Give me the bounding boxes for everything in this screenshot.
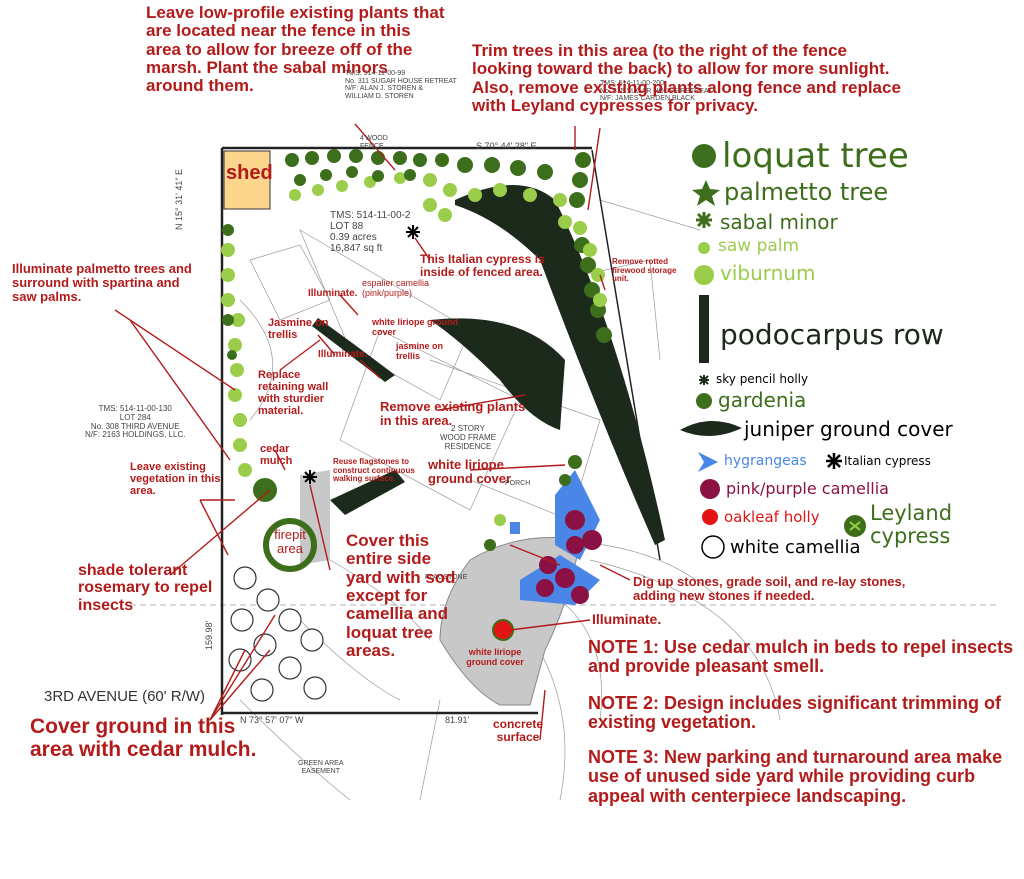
jasmine-wall [330,470,405,515]
legend-icons [680,144,866,559]
leyland-cypress-row [253,152,612,551]
property-boundary [220,146,661,715]
loquat-tree-icon [692,144,716,168]
hydrangea-icon [698,452,718,472]
leyland-cypress-icon-detail [849,521,861,531]
dim-left: 159.98' [204,620,214,650]
podocarpus-row [455,185,665,545]
oakleaf-holly-icon [702,509,718,525]
legend-label-sky-pencil-holly: sky pencil holly [716,372,809,386]
street-label: 3RD AVENUE (60' R/W) [44,688,205,705]
legend-label-hygrangeas: hygrangeas [724,453,807,469]
saw-palm-icon [698,242,710,254]
legend-label-juniper-ground-cover: juniper ground cover [744,417,953,441]
note-cover-side-yard: Cover this entire side yard with sod exc… [346,531,456,661]
survey-left: TMS: 514-11-00-130 LOT 284 No. 308 THIRD… [85,404,186,440]
flagstone-label: FLAGSTONE [425,574,468,581]
note-espalier: espalier camellia (pink/purple) [362,278,430,298]
bearing-top: S 70° 44' 28" E [476,141,537,151]
note-2: NOTE 2: Design includes significant trim… [588,693,1002,733]
legend-label-palmetto-tree: palmetto tree [724,178,889,206]
shed-label: shed [226,162,273,184]
sabal-minor-icon [696,212,712,228]
legend-label-viburnum: viburnum [720,261,816,285]
note-remove-existing: Remove existing plants in this area. [380,399,526,429]
gardenia-icon [696,393,712,409]
note-3: NOTE 3: New parking and turnaround area … [588,747,1003,806]
pink-purple-camellias [536,510,602,604]
italian-cypress-markers [303,225,420,484]
white-camellia-icon [701,535,725,559]
bearing-left: N 15° 31' 41" E [174,168,184,230]
legend-label-saw-palm: saw palm [718,236,800,256]
sabal-minor-row [285,149,553,186]
porch-label: PORCH [505,480,531,487]
note-jasmine-1: Jasmine on trellis [268,317,329,341]
legend-label-italian-cypress: Italian cypress [844,454,931,468]
cedar-mulch-path [300,470,330,565]
juniper-ground-cover-bed [430,318,565,430]
note-white-liriope-1: white liriope ground cover [372,317,458,337]
viburnum-plants [221,172,607,526]
leader-lines [114,123,631,741]
residence-label: 2 STORY WOOD FRAME RESIDENCE [440,424,496,451]
note-illuminate-1: Illuminate. [308,288,358,299]
note-replace-wall: Replace retaining wall with sturdier mat… [258,369,329,417]
juniper-ground-cover-icon [680,420,742,437]
survey-lot: TMS: 514-11-00-2 LOT 88 0.39 acres 16,84… [330,210,411,254]
note-illuminate-3: Illuminate. [592,611,662,627]
note-leave-existing: Leave existing vegetation in this area. [130,461,221,497]
firepit-ring [263,518,317,572]
hydrangea-small [510,522,520,534]
note-illuminate-2: Illuminate. [318,349,368,360]
dim-bottom: 81.91' [445,715,470,725]
note-remove-rotted: Remove rotted firewood storage unit. [612,257,677,284]
legend-label-pink-purple-camellia: pink/purple camellia [726,479,889,498]
retaining-wall [312,318,395,382]
note-jasmine-2: jasmine on trellis [396,341,444,361]
note-trim-trees: Trim trees in this area (to the right of… [472,41,901,116]
legend-label-podocarpus-row: podocarpus row [720,318,944,351]
note-dig-up: Dig up stones, grade soil, and re-lay st… [633,574,906,604]
legend: loquat tree palmetto tree sabal minor sa… [680,130,1020,580]
note-concrete: concrete surface [492,717,544,744]
fence-label: 4'WOOD FENCE [360,135,388,150]
note-italian-cypress: This Italian cypress is inside of fenced… [420,252,545,279]
note-leave-low-profile: Leave low-profile existing plants that a… [146,3,445,96]
viburnum-icon [694,265,714,285]
palmetto-markers [222,224,237,360]
note-1: NOTE 1: Use cedar mulch in beds to repel… [588,637,1014,677]
firepit-label: firepit area [274,527,306,556]
note-cedar-mulch-small: cedar mulch [260,443,293,467]
sky-pencil-holly-icon [699,375,709,385]
green-area-easement: GREEN AREA EASEMENT [298,760,344,775]
note-reuse-flagstones: Reuse flagstones to construct continuous… [333,457,415,484]
survey-top-right: TMS: 514-11-00-200 No. 315 SUGAR HOUSE R… [600,80,713,103]
note-cover-ground: Cover ground in this area with cedar mul… [30,715,257,761]
note-white-liriope-3: white liriope ground cover [466,647,524,667]
legend-label-gardenia: gardenia [718,388,807,412]
legend-label-leyland-cypress: Leyland cypress [870,501,953,549]
note-shade-tolerant: shade tolerant rosemary to repel insects [78,562,213,614]
note-illuminate-palmetto: Illuminate palmetto trees and surround w… [12,261,192,305]
shed [223,150,271,210]
italian-cypress-icon [826,453,842,469]
pink-purple-camellia-icon [700,479,720,499]
legend-label-loquat-tree: loquat tree [722,136,909,176]
note-white-liriope-2: white liriope ground cover [428,457,512,487]
podocarpus-row-icon [699,295,709,363]
legend-label-sabal-minor: sabal minor [720,210,838,234]
survey-top-left: TMS: 514-11-00-99 No. 311 SUGAR HOUSE RE… [345,70,457,101]
legend-label-white-camellia: white camellia [730,537,861,558]
white-camellias [228,566,327,702]
legend-label-oakleaf-holly: oakleaf holly [724,508,820,526]
bearing-bottom: N 73° 57' 07" W [240,715,304,725]
palmetto-tree-icon [692,180,720,206]
